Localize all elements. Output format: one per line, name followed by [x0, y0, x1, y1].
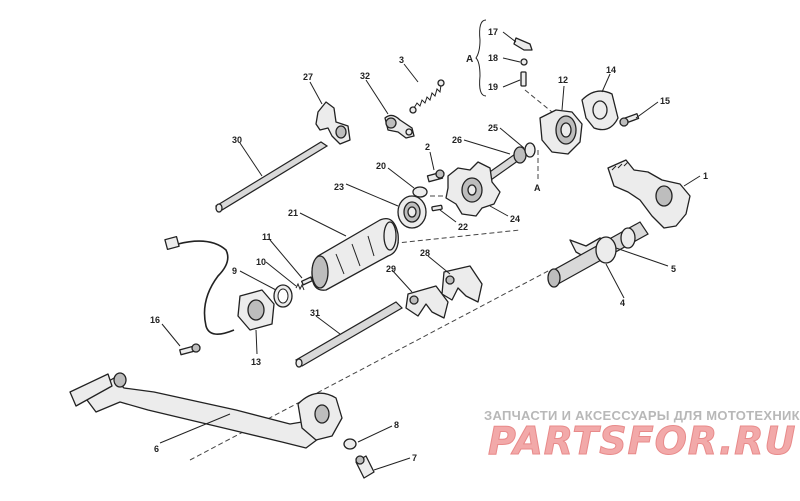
part-32-stopper-lever [384, 114, 415, 139]
alignment-lines [189, 89, 553, 461]
callout-11: 11 [262, 232, 272, 242]
callout-30: 30 [232, 135, 242, 145]
callout-17: 17 [488, 27, 498, 37]
part-14-plate [581, 90, 619, 131]
part-27-shift-fork [315, 101, 351, 145]
callout-12: 12 [558, 75, 568, 85]
callouts: 1 2 3 4 5 6 7 8 9 10 11 12 13 14 15 16 1… [150, 27, 708, 463]
part-6-shift-pedal [69, 372, 343, 449]
watermark-caption: ЗАПЧАСТИ И АКСЕССУАРЫ ДЛЯ МОТОТЕХНИКИ [484, 408, 800, 423]
callout-32: 32 [360, 71, 370, 81]
part-18-ring [520, 58, 528, 66]
callout-8: 8 [394, 420, 399, 430]
part-21-shift-drum [311, 217, 399, 291]
callout-25: 25 [488, 123, 498, 133]
part-10-spring [295, 282, 305, 291]
part-30-shift-fork-rod [214, 141, 329, 213]
parts [69, 37, 691, 479]
callout-31: 31 [310, 308, 320, 318]
callout-5: 5 [671, 264, 676, 274]
callout-23: 23 [334, 182, 344, 192]
part-3-spring [409, 79, 445, 114]
watermark-logo: PARTSFOR.RU [488, 419, 796, 463]
callout-20: 20 [376, 161, 386, 171]
callout-24: 24 [510, 214, 520, 224]
part-2-bolt [426, 169, 445, 183]
callout-3: 3 [399, 55, 404, 65]
part-7-bolt [355, 455, 375, 479]
part-1-shift-arm [607, 159, 691, 229]
callout-16: 16 [150, 315, 160, 325]
callout-7: 7 [412, 453, 417, 463]
callout-1: 1 [703, 171, 708, 181]
part-16-screw [179, 343, 201, 356]
part-20-plate [412, 186, 428, 198]
part-29-shift-fork [405, 285, 449, 319]
callout-22: 22 [458, 222, 468, 232]
callout-6: 6 [154, 444, 159, 454]
part-28-shift-fork [441, 265, 483, 303]
leader-lines [159, 19, 701, 471]
part-13-gear-sensor [164, 235, 275, 335]
part-12-shift-cam [539, 109, 583, 155]
watermark: ЗАПЧАСТИ И АКСЕССУАРЫ ДЛЯ МОТОТЕХНИКИ PA… [484, 408, 800, 464]
part-25-collar [524, 142, 536, 158]
callout-27: 27 [303, 72, 313, 82]
group-label-A: A [466, 54, 473, 65]
callout-18: 18 [488, 53, 498, 63]
callout-10: 10 [256, 257, 266, 267]
part-8-washer [343, 438, 357, 450]
part-19-small-pin [520, 71, 527, 87]
callout-2: 2 [425, 142, 430, 152]
callout-9: 9 [232, 266, 237, 276]
callout-19: 19 [488, 82, 498, 92]
callout-14: 14 [606, 65, 616, 75]
callout-29: 29 [386, 264, 396, 274]
part-11-pin [300, 276, 314, 286]
part-22-dowel [431, 204, 443, 212]
part-17-pin [513, 37, 533, 51]
callout-21: 21 [288, 208, 298, 218]
part-15-screw [619, 113, 640, 127]
callout-A-axis: A [534, 183, 541, 193]
callout-26: 26 [452, 135, 462, 145]
callout-15: 15 [660, 96, 670, 106]
part-24-shift-star [445, 161, 501, 217]
part-31-shift-fork-rod [295, 301, 403, 368]
part-23-bearing [397, 195, 427, 229]
callout-4: 4 [620, 298, 625, 308]
part-4-shift-shaft [547, 221, 649, 288]
part-9-oring [273, 284, 293, 308]
callout-13: 13 [251, 357, 261, 367]
callout-28: 28 [420, 248, 430, 258]
